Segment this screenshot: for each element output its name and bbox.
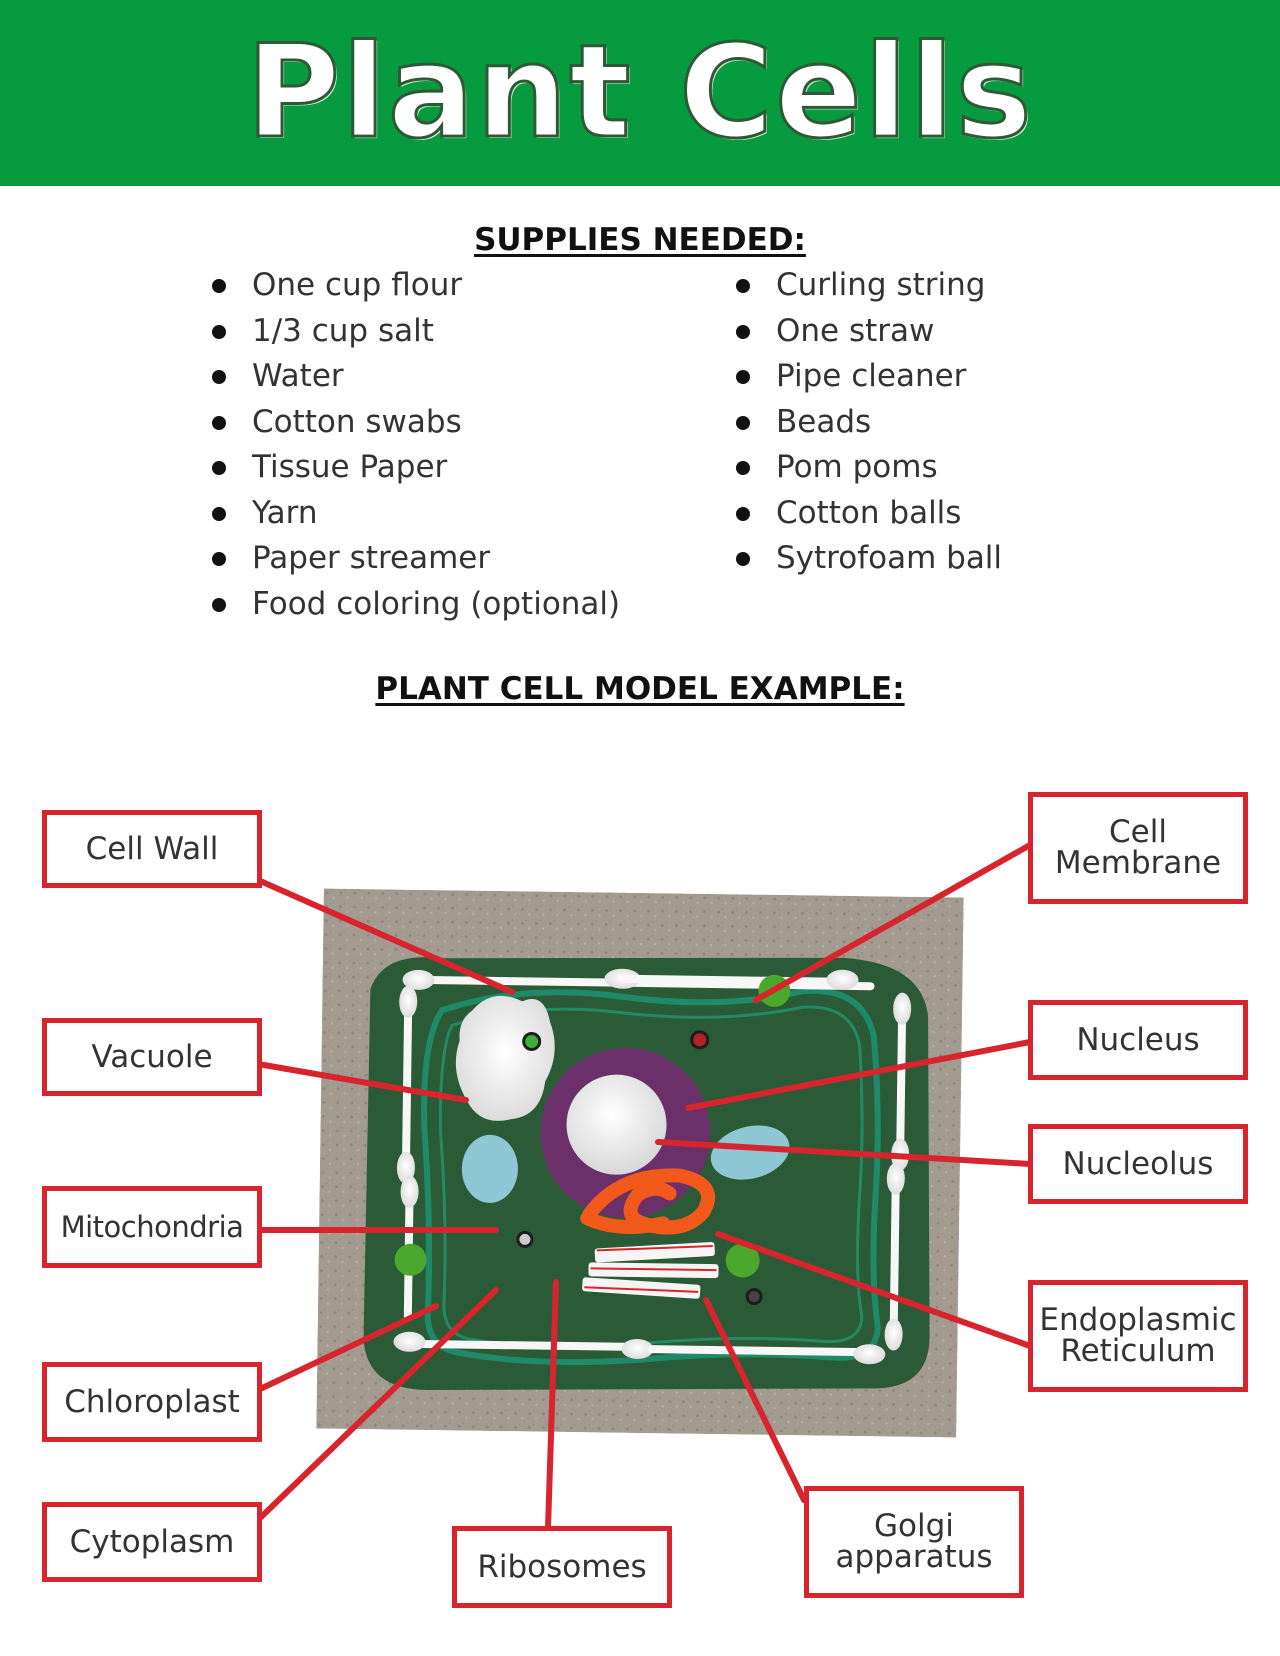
supply-item: Tissue Paper xyxy=(212,445,620,491)
supply-item: Yarn xyxy=(212,491,620,537)
ribosome-bead-2 xyxy=(690,1030,710,1050)
supply-item: Curling string xyxy=(736,263,1002,309)
bullet-icon xyxy=(212,324,226,339)
label-ribosomes: Ribosomes xyxy=(452,1526,672,1608)
bullet-icon xyxy=(212,552,226,566)
label-golgi-apparatus: Golgi apparatus xyxy=(804,1486,1024,1598)
bullet-icon xyxy=(212,506,226,521)
supply-item: One straw xyxy=(736,309,1002,355)
bullet-icon xyxy=(736,461,750,475)
supply-item: Cotton swabs xyxy=(212,400,620,446)
bullet-icon xyxy=(212,461,226,475)
title-banner: Plant Cells xyxy=(0,0,1280,186)
cell-model-photo xyxy=(316,888,964,1438)
supply-item: Beads xyxy=(736,400,1002,446)
supplies-heading: SUPPLIES NEEDED: xyxy=(474,222,806,258)
label-cell-wall: Cell Wall xyxy=(42,810,262,888)
label-endoplasmic-reticulum: Endoplasmic Reticulum xyxy=(1028,1280,1248,1392)
model-heading: PLANT CELL MODEL EXAMPLE: xyxy=(375,671,905,707)
label-vacuole: Vacuole xyxy=(42,1018,262,1096)
bullet-icon xyxy=(212,415,226,430)
bullet-icon xyxy=(736,552,750,566)
label-nucleus: Nucleus xyxy=(1028,1000,1248,1080)
supply-item: Water xyxy=(212,354,620,400)
bullet-icon xyxy=(736,506,750,521)
supply-item: One cup flour xyxy=(212,263,620,309)
ribosome-bead-4 xyxy=(745,1288,763,1306)
label-cytoplasm: Cytoplasm xyxy=(42,1502,262,1582)
bullet-icon xyxy=(212,279,226,293)
vacuole-cotton xyxy=(455,995,555,1121)
supply-item: Food coloring (optional) xyxy=(212,582,620,628)
supply-item: 1/3 cup salt xyxy=(212,309,620,355)
supply-item: Pom poms xyxy=(736,445,1002,491)
bullet-icon xyxy=(736,370,750,384)
label-chloroplast: Chloroplast xyxy=(42,1362,262,1442)
supply-item: Pipe cleaner xyxy=(736,354,1002,400)
bullet-icon xyxy=(212,597,226,612)
nucleolus-ball xyxy=(566,1074,667,1175)
chloroplast-pompom-2 xyxy=(394,1243,427,1276)
bullet-icon xyxy=(736,415,750,430)
supplies-list-left: One cup flour 1/3 cup salt Water Cotton … xyxy=(212,263,620,627)
supply-item: Paper streamer xyxy=(212,536,620,582)
golgi-straws xyxy=(582,1242,719,1299)
bullet-icon xyxy=(736,324,750,339)
supply-item: Cotton balls xyxy=(736,491,1002,537)
er-pipe-cleaner xyxy=(580,1168,715,1235)
ribosome-bead-3 xyxy=(516,1230,534,1248)
page-title: Plant Cells xyxy=(245,18,1034,167)
label-mitochondria: Mitochondria xyxy=(42,1186,262,1268)
mitochondria-shape xyxy=(461,1134,518,1203)
label-cell-membrane: Cell Membrane xyxy=(1028,792,1248,904)
supplies-list-right: Curling string One straw Pipe cleaner Be… xyxy=(736,263,1002,582)
supply-item: Sytrofoam ball xyxy=(736,536,1002,582)
label-nucleolus: Nucleolus xyxy=(1028,1124,1248,1204)
bullet-icon xyxy=(212,370,226,384)
ribosome-bead xyxy=(522,1031,542,1051)
bullet-icon xyxy=(736,279,750,293)
